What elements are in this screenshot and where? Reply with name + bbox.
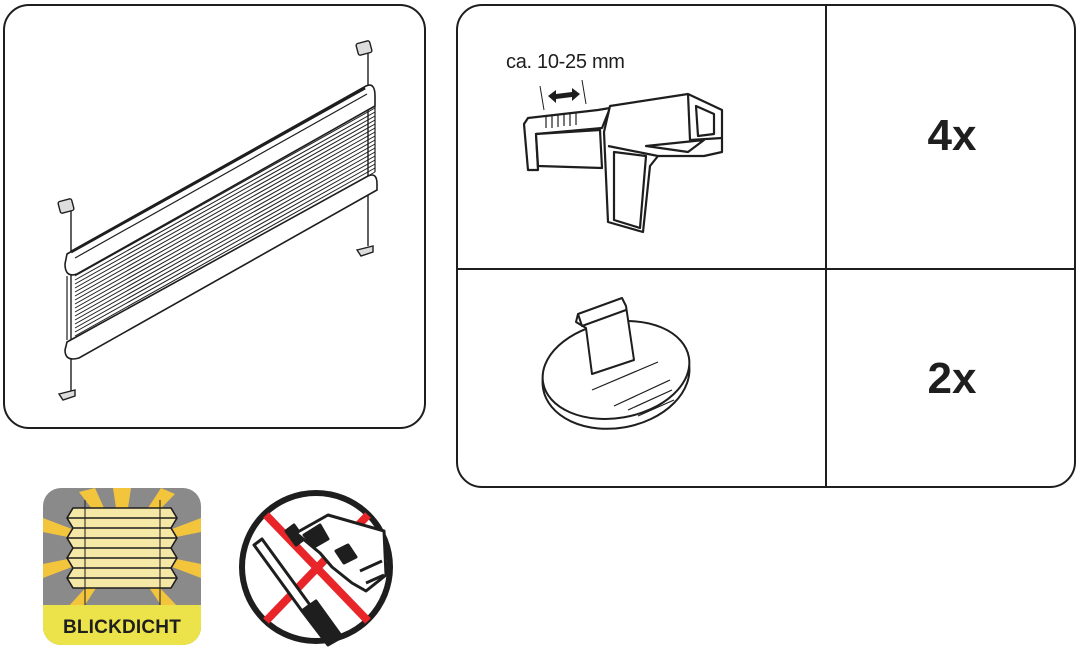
blickdicht-badge: BLICKDICHT <box>43 488 201 645</box>
pleated-blind-sun-icon <box>43 488 201 608</box>
no-drilling-icon <box>239 490 393 647</box>
pleated-blind-icon <box>57 40 378 401</box>
no-drilling-badge <box>236 487 396 647</box>
column-divider <box>825 6 827 486</box>
blickdicht-label: BLICKDICHT <box>62 617 182 638</box>
bracket-quantity: 4x <box>927 111 977 160</box>
clamp-bracket-icon <box>522 79 724 234</box>
bracket-dimension-label: ca. 10-25 mm <box>506 51 625 73</box>
row-divider <box>458 268 1074 270</box>
badge-label-strip <box>43 605 201 645</box>
adhesive-cord-clip-icon <box>541 297 691 430</box>
product-illustration-panel <box>3 4 426 429</box>
parts-list-panel: ca. 10-25 mm 4x <box>456 4 1076 488</box>
cord-holder-quantity: 2x <box>927 354 977 403</box>
